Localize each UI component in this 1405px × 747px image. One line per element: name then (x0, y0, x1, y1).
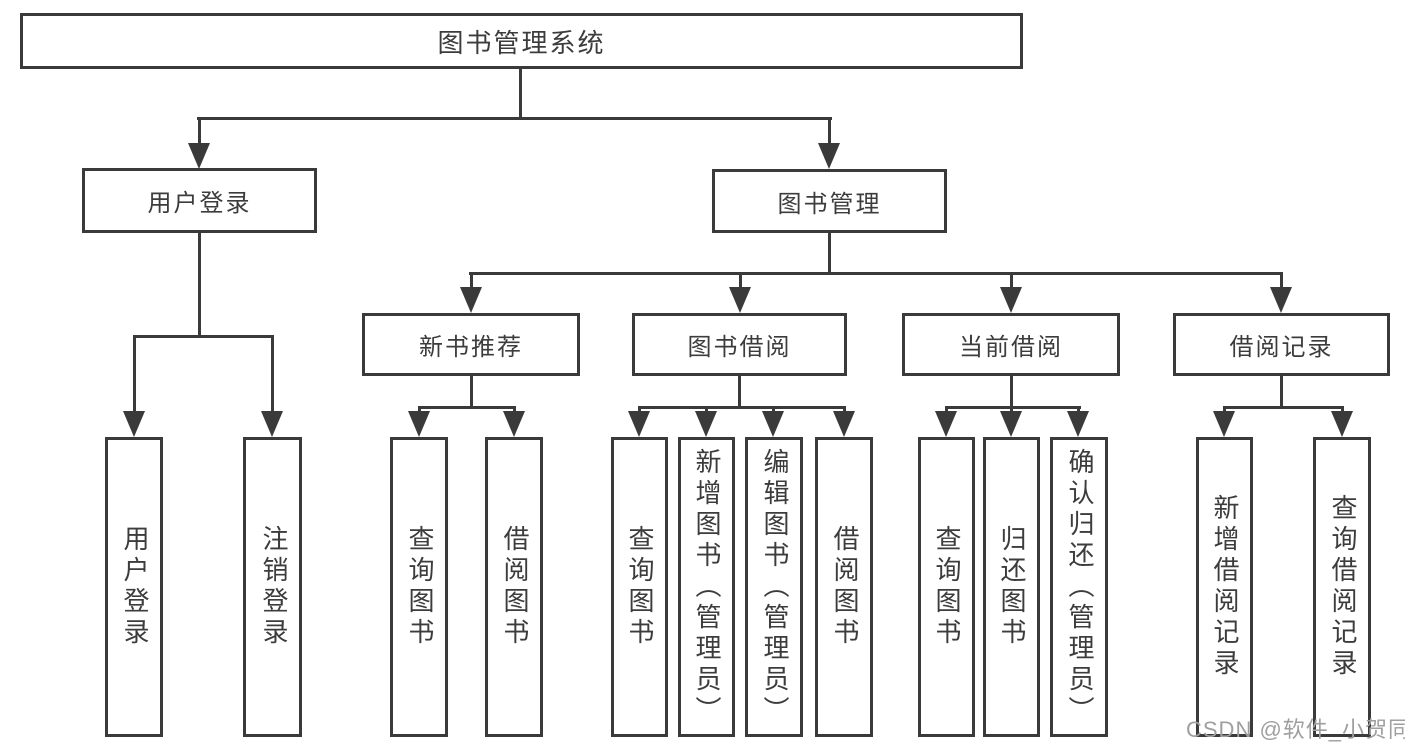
connector-drop-group (739, 272, 742, 291)
arrow-down-icon (818, 143, 840, 169)
arrow-down-icon (1213, 411, 1235, 437)
connector-drop-leaf (1077, 406, 1080, 415)
leaf-edit-book-admin: 编辑图书（管理员） (745, 437, 803, 737)
arrow-down-icon (188, 143, 210, 169)
arrow-down-icon (1270, 287, 1292, 313)
leaf-borrow-books: 借阅图书 (485, 437, 543, 737)
connector-drop-leaf (418, 406, 421, 415)
connector-drop-leaf (772, 406, 775, 415)
leaf-confirm-return-admin: 确认归还（管理员） (1050, 437, 1108, 737)
connector-group-stem (470, 376, 473, 408)
connector-drop-leaf (1223, 406, 1226, 415)
arrow-down-icon (1067, 411, 1089, 437)
connector-drop-group (1010, 272, 1013, 291)
leaf-logout-login: 注销登录 (243, 437, 302, 737)
arrow-down-icon (503, 411, 525, 437)
connector-group-stem (1280, 376, 1283, 408)
connector-group-stem (1010, 376, 1013, 408)
node-book-management: 图书管理 (712, 169, 947, 233)
leaf-borrow-books: 借阅图书 (815, 437, 873, 737)
arrow-down-icon (628, 411, 650, 437)
arrow-down-icon (460, 287, 482, 313)
leaf-query-books: 查询图书 (918, 437, 975, 737)
arrow-down-icon (729, 287, 751, 313)
connector-drop-book (828, 117, 831, 147)
node-book-borrowing: 图书借阅 (632, 313, 847, 376)
connector-drop-leaf (843, 406, 846, 415)
connector-group-branch (945, 406, 1081, 409)
connector-group-branch (418, 406, 516, 409)
arrow-down-icon (1331, 411, 1353, 437)
connector-drop-leaf (1341, 406, 1344, 415)
connector-user-branch (133, 335, 274, 338)
leaf-add-borrow-record: 新增借阅记录 (1196, 437, 1253, 737)
connector-root-stem (519, 69, 522, 118)
leaf-return-books: 归还图书 (983, 437, 1040, 737)
node-borrowing-records: 借阅记录 (1173, 313, 1390, 376)
arrow-down-icon (408, 411, 430, 437)
connector-drop-leaf (1010, 406, 1013, 415)
leaf-user-login: 用户登录 (105, 437, 163, 737)
connector-drop-group (470, 272, 473, 291)
leaf-query-borrow-record: 查询借阅记录 (1313, 437, 1371, 737)
connector-drop-leaf (133, 335, 136, 415)
connector-group-stem (738, 376, 741, 408)
arrow-down-icon (123, 411, 145, 437)
connector-drop-leaf (705, 406, 708, 415)
connector-book-stem (828, 233, 831, 274)
arrow-down-icon (1000, 287, 1022, 313)
leaf-add-book-admin: 新增图书（管理员） (678, 437, 735, 737)
connector-book-branch (469, 272, 1283, 275)
connector-drop-leaf (945, 406, 948, 415)
connector-drop-leaf (638, 406, 641, 415)
leaf-query-books: 查询图书 (390, 437, 448, 737)
connector-user-stem (198, 233, 201, 337)
arrow-down-icon (261, 411, 283, 437)
connector-drop-user (198, 117, 201, 147)
arrow-down-icon (762, 411, 784, 437)
connector-drop-group (1280, 272, 1283, 291)
node-library-management-system: 图书管理系统 (20, 13, 1023, 69)
arrow-down-icon (833, 411, 855, 437)
node-current-borrowing: 当前借阅 (902, 313, 1120, 376)
connector-group-branch (638, 406, 846, 409)
arrow-down-icon (695, 411, 717, 437)
node-new-book-recommend: 新书推荐 (362, 313, 580, 376)
arrow-down-icon (935, 411, 957, 437)
connector-group-branch (1223, 406, 1344, 409)
leaf-query-books: 查询图书 (611, 437, 668, 737)
connector-root-branch (197, 117, 832, 120)
arrow-down-icon (1000, 411, 1022, 437)
node-user-login: 用户登录 (82, 168, 317, 233)
connector-drop-leaf (513, 406, 516, 415)
connector-drop-leaf (271, 335, 274, 415)
watermark: CSDN @软件_小贺同学 (1186, 717, 1405, 742)
